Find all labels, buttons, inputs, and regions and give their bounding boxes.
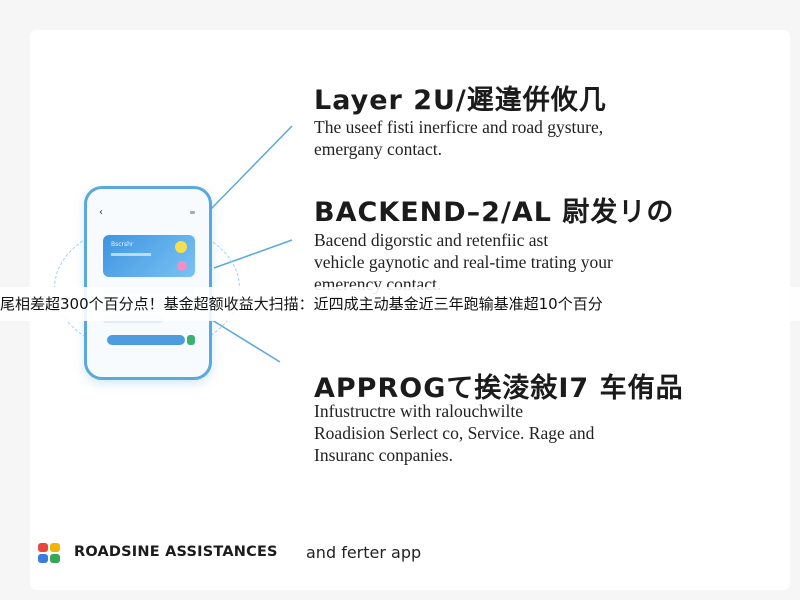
phone-action-button[interactable] [107,335,185,345]
section-line: Insuranc conpanies. [314,445,453,465]
section-text-3: Infustructre with ralouchwilte Roadision… [314,400,594,466]
pink-dot-icon [177,261,187,271]
section-line: emergany contact. [314,139,442,159]
phone-confirm-icon[interactable] [187,335,195,345]
connector-line-top [209,125,293,211]
connector-line-bottom [211,319,281,363]
section-line: vehicle gaynotic and real-time trating y… [314,252,613,272]
phone-card-line [111,253,151,256]
section-heading-3: APPROGて挨淩敍I7 车侑品 [314,373,684,404]
footer-tagline: and ferter app [306,543,422,562]
yellow-dot-icon [175,241,187,253]
section-text-2: Bacend digorstic and retenfiic ast vehic… [314,229,613,295]
news-banner[interactable]: 尾相差超300个百分点！基金超额收益大扫描：近四成主动基金近三年跑输基准超10个… [0,287,800,321]
section-line: Bacend digorstic and retenfiic ast [314,230,549,250]
section-text-1: The useef fisti inerficre and road gystu… [314,116,603,160]
section-line: Roadision Serlect co, Service. Rage and [314,423,595,443]
phone-card: Bscrshr [103,235,195,277]
section-line: The useef fisti inerficre and road gystu… [314,117,604,137]
section-line: Infustructre with ralouchwilte [314,401,523,421]
menu-icon [190,211,195,214]
phone-card-label: Bscrshr [111,241,134,248]
section-heading-2: BACKEND–2/AL 尉发リの [314,197,675,228]
phone-mockup: ‹ Bscrshr [84,186,212,380]
back-arrow-icon[interactable]: ‹ [99,207,103,218]
footer-brand: ROADSINE ASSISTANCES [74,544,278,560]
app-logo-icon [38,543,62,565]
section-heading-1: Layer 2U/遲違倂攸几 [314,85,607,116]
